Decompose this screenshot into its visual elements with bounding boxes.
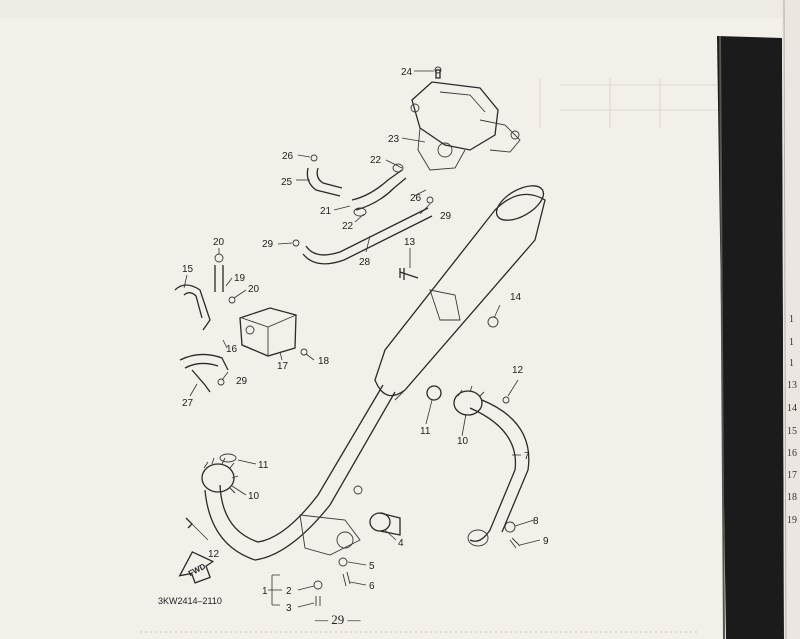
exhaust-parts-drawing xyxy=(174,66,546,608)
callout-number: 11 xyxy=(420,426,431,437)
page-number: — 29 — xyxy=(314,612,362,627)
bleed-through-header xyxy=(539,78,720,128)
callout-number: 27 xyxy=(182,398,194,409)
hose-21 xyxy=(351,163,407,217)
callout-number: 15 xyxy=(182,264,194,275)
callout-number: 23 xyxy=(388,134,400,145)
right-row-label: 13 xyxy=(787,380,797,391)
callout-number: 29 xyxy=(440,211,452,222)
callout-number: 29 xyxy=(236,376,248,387)
callout-number: 8 xyxy=(533,516,539,527)
callout-number: 14 xyxy=(510,292,522,303)
callout-number: 6 xyxy=(369,581,375,592)
callout-number: 22 xyxy=(342,221,354,232)
callout-number: 21 xyxy=(320,206,332,217)
callout-number: 26 xyxy=(410,193,422,204)
right-row-label: 1 xyxy=(789,314,794,325)
joint-4 xyxy=(369,512,401,536)
right-row-label: 18 xyxy=(787,492,797,503)
bolt-13 xyxy=(399,268,419,280)
callout-number: 3 xyxy=(286,603,292,614)
right-row-label: 1 xyxy=(789,337,794,348)
exhaust-pipe xyxy=(204,384,396,561)
callout-number: 16 xyxy=(226,344,238,355)
long-hose-28 xyxy=(292,196,434,265)
callout-number: 10 xyxy=(457,436,469,447)
rear-header-7 xyxy=(426,385,530,547)
right-row-label: 1 xyxy=(789,358,794,369)
callout-numbers: 24 23 22 26 25 21 22 26 29 29 28 13 14 2… xyxy=(182,67,549,614)
callout-number: 1 xyxy=(262,586,268,597)
small-hose-25 xyxy=(306,154,343,197)
fwd-arrow xyxy=(178,551,215,584)
leader-lines xyxy=(183,70,541,608)
callout-number: 4 xyxy=(398,538,404,549)
callout-number: 22 xyxy=(370,155,382,166)
callout-number: 18 xyxy=(318,356,330,367)
callout-number: 5 xyxy=(369,561,375,572)
callout-number: 25 xyxy=(281,177,293,188)
callout-number: 19 xyxy=(234,273,246,284)
callout-number: 17 xyxy=(277,361,289,372)
callout-number: 12 xyxy=(512,365,524,376)
right-row-label: 17 xyxy=(787,470,797,481)
callout-number: 20 xyxy=(213,237,225,248)
callout-number: 13 xyxy=(404,237,416,248)
callout-number: 28 xyxy=(359,257,371,268)
callout-number: 2 xyxy=(286,586,292,597)
right-row-label: 19 xyxy=(787,515,797,526)
callout-number: 9 xyxy=(543,536,549,547)
callout-number: 12 xyxy=(208,549,220,560)
bolt-stack-1-3 xyxy=(313,557,351,606)
right-page-edge xyxy=(717,0,800,639)
right-row-label: 16 xyxy=(787,448,797,459)
callout-number: 20 xyxy=(248,284,260,295)
top-bracket-assembly xyxy=(410,66,521,171)
callout-number: 10 xyxy=(248,491,260,502)
right-page-row-numbers: 1 1 1 13 14 15 16 17 18 19 xyxy=(787,314,797,526)
nut-bolt-8-9 xyxy=(504,521,521,549)
callout-number: 29 xyxy=(262,239,274,250)
muffler xyxy=(374,185,546,401)
callout-number: 26 xyxy=(282,151,294,162)
top-edge-shade xyxy=(0,0,800,18)
right-row-label: 14 xyxy=(787,403,797,414)
callout-number: 11 xyxy=(258,460,269,471)
right-row-label: 15 xyxy=(787,426,797,437)
callout-number: 24 xyxy=(401,67,413,78)
air-induction-box xyxy=(174,253,308,393)
callout-number: 7 xyxy=(524,451,530,462)
front-flange-left xyxy=(185,453,239,529)
figure-code: 3KW2414–2110 xyxy=(158,596,222,606)
